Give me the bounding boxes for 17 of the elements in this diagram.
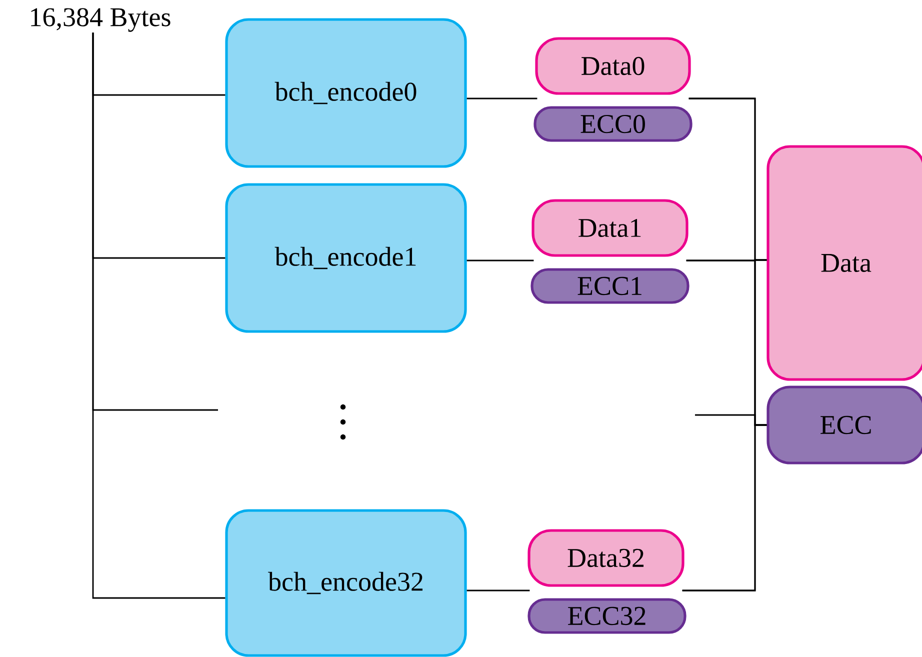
ecc-block: ECC1 (530, 268, 690, 304)
encoder-box: bch_encode32 (225, 509, 467, 657)
connector-line (466, 260, 534, 262)
data-block: Data1 (532, 199, 688, 257)
input-label: 16,384 Bytes (31, 8, 170, 32)
data-block: Data32 (528, 529, 684, 587)
connector-line (682, 424, 767, 592)
encoder-box: bch_encode0 (225, 18, 467, 168)
data-block: Data (766, 145, 922, 381)
ecc-block: ECC (766, 386, 922, 464)
data-block: Data0 (535, 37, 691, 95)
connector-line (466, 98, 538, 100)
ecc-block: ECC32 (528, 598, 686, 634)
connector-line (92, 32, 226, 599)
ecc-block: ECC0 (534, 106, 692, 142)
connector-line (466, 590, 530, 592)
encoder-box: bch_encode1 (225, 183, 467, 333)
